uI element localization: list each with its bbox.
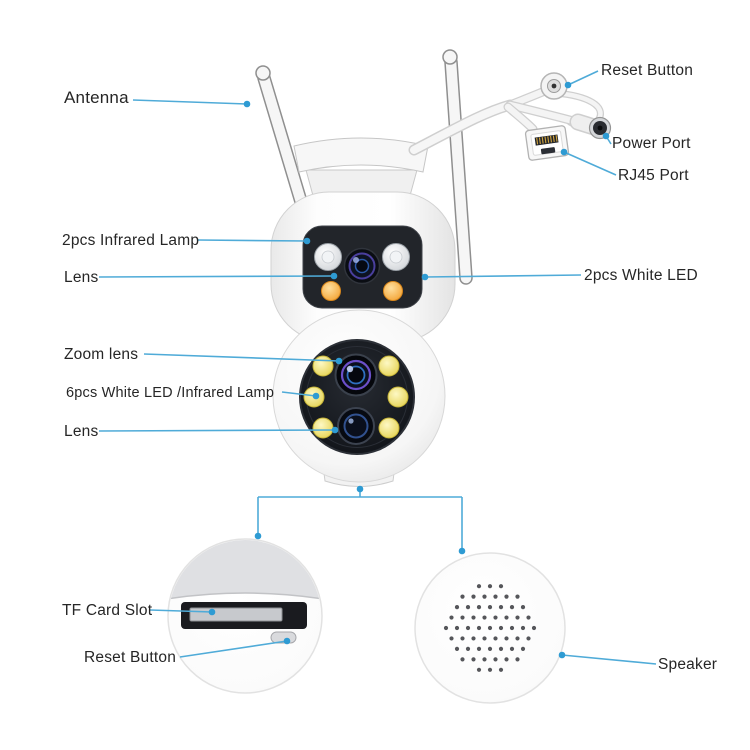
antenna-right	[442, 49, 473, 285]
power-port-connector	[569, 113, 612, 140]
label-speaker: Speaker	[658, 656, 718, 673]
label-six-led: 6pcs White LED /Infrared Lamp	[66, 385, 275, 401]
label-tf-card-slot: TF Card Slot	[62, 602, 153, 619]
label-reset-button-bottom: Reset Button	[84, 649, 177, 666]
white-led-right	[383, 281, 403, 301]
label-lens-bottom: Lens	[64, 423, 99, 440]
label-lens-top: Lens	[64, 269, 99, 286]
led-array	[303, 355, 409, 439]
speaker-holes	[443, 584, 537, 672]
label-antenna: Antenna	[64, 88, 129, 107]
tf-card	[189, 607, 283, 622]
main-lens	[343, 247, 381, 285]
speaker-detail	[414, 552, 566, 704]
label-power-port: Power Port	[612, 135, 691, 152]
zoom-lens	[334, 353, 378, 397]
label-rj45-port: RJ45 Port	[618, 167, 689, 184]
lower-lens	[337, 407, 375, 445]
infrared-lamp-left	[314, 243, 342, 271]
infrared-lamp-right	[382, 243, 410, 271]
label-zoom-lens: Zoom lens	[64, 346, 139, 363]
camera-sphere	[272, 309, 446, 483]
label-reset-button-top: Reset Button	[601, 62, 694, 79]
camera-upper-body	[270, 191, 456, 343]
leader-lines	[98, 70, 657, 665]
label-infrared-lamp: 2pcs Infrared Lamp	[62, 232, 200, 249]
reset-button-connector	[540, 72, 568, 100]
white-led-left	[321, 281, 341, 301]
rj45-port-connector	[524, 125, 570, 161]
label-white-led: 2pcs White LED	[584, 267, 698, 284]
antenna-left	[255, 65, 309, 212]
